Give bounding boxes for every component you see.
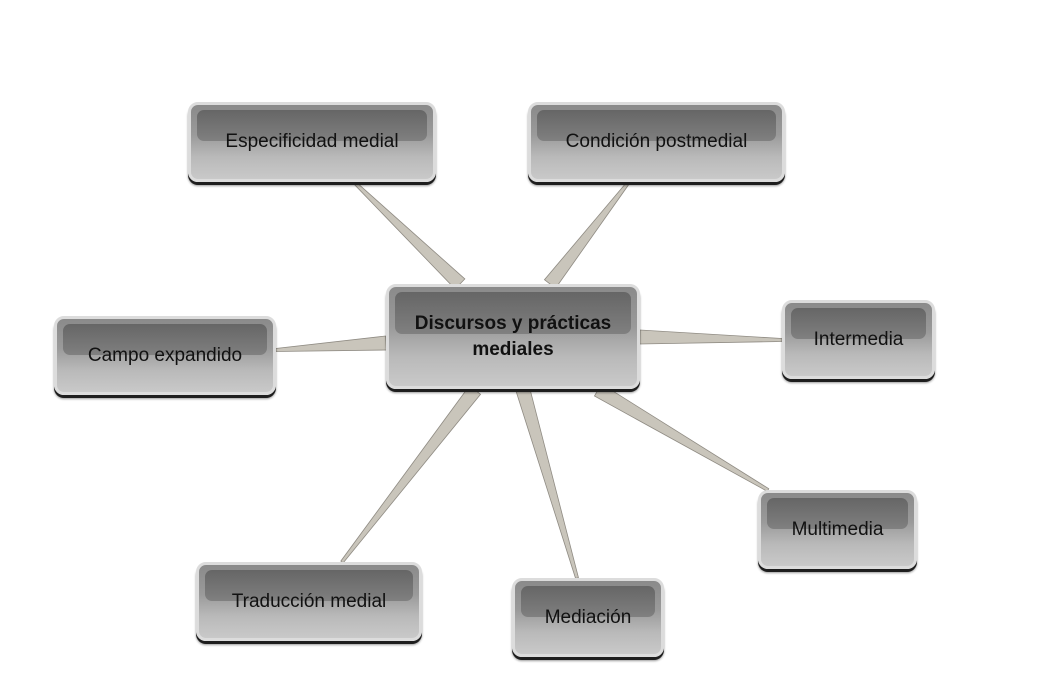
connector-condicion — [543, 181, 630, 289]
node-label: Mediación — [544, 606, 632, 628]
node-traduccion-medial[interactable]: Traducción medial — [196, 562, 422, 641]
connector-multimedia — [593, 383, 770, 492]
node-multimedia[interactable]: Multimedia — [758, 490, 917, 569]
connector-campo — [275, 335, 387, 352]
node-label: Intermedia — [813, 328, 904, 350]
connector-mediacion — [515, 387, 579, 579]
central-node-label: Discursos y prácticas mediales — [414, 312, 612, 360]
node-label: Campo expandido — [87, 344, 243, 366]
connector-traduccion — [340, 385, 482, 564]
connector-especificidad — [353, 181, 466, 290]
central-node[interactable]: Discursos y prácticas mediales — [386, 284, 640, 389]
connector-intermedia — [639, 329, 783, 345]
node-label: Especificidad medial — [225, 131, 399, 153]
node-condicion-postmedial[interactable]: Condición postmedial — [528, 102, 785, 182]
node-intermedia[interactable]: Intermedia — [782, 300, 935, 379]
node-label: Multimedia — [791, 518, 884, 540]
node-label: Condición postmedial — [565, 131, 748, 153]
node-especificidad-medial[interactable]: Especificidad medial — [188, 102, 436, 182]
node-mediacion[interactable]: Mediación — [512, 578, 664, 657]
node-campo-expandido[interactable]: Campo expandido — [54, 316, 276, 395]
node-label: Traducción medial — [231, 590, 387, 612]
